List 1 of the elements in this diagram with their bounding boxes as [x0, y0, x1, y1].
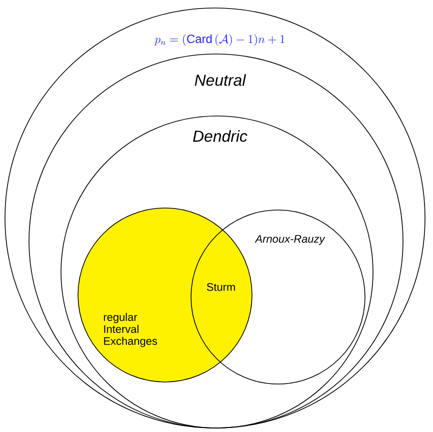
region-label: Sturm	[206, 283, 235, 291]
